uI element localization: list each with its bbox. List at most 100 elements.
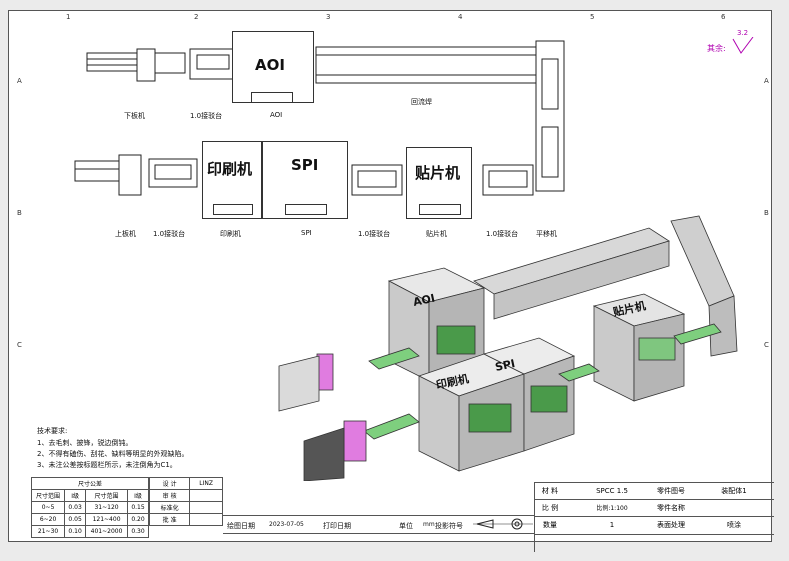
zone-a-right: A xyxy=(764,77,769,85)
title-block: 材 料 SPCC 1.5 零件图号 装配体1 比 例 比例:1:100 零件名称… xyxy=(534,482,774,552)
table-cell: 401~2000 xyxy=(85,525,129,538)
part-no-label: 零件图号 xyxy=(657,487,685,495)
qty-label: 数量 xyxy=(543,521,557,529)
tolerance-header: 尺寸公差 xyxy=(31,477,149,490)
sign-value xyxy=(189,501,223,514)
sign-label: 设 计 xyxy=(148,477,191,490)
spi-top-view: SPI xyxy=(262,141,348,219)
zone-a-left: A xyxy=(17,77,22,85)
loader-drawing xyxy=(74,154,198,196)
tolerance-table: 尺寸公差 尺寸范围 Ⅰ级 尺寸范围 Ⅰ级 0~5 0.03 31~120 0.1… xyxy=(30,477,149,538)
label-bottom-conveyor3: 1.0接驳台 xyxy=(486,230,519,238)
table-cell: 6~20 xyxy=(30,513,66,526)
zone-4: 4 xyxy=(458,13,463,21)
table-row: 6~20 0.05 121~400 0.20 xyxy=(30,513,149,526)
zone-c-right: C xyxy=(764,341,769,349)
zone-5: 5 xyxy=(590,13,595,21)
label-printer: 印刷机 xyxy=(220,230,241,238)
table-cell: 0.10 xyxy=(64,525,87,538)
sign-value xyxy=(189,489,223,502)
roughness-label: 其余: xyxy=(707,44,726,53)
unit: mm xyxy=(423,521,435,528)
sign-label: 审 核 xyxy=(148,489,191,502)
aoi-top-title: AOI xyxy=(255,56,285,74)
bottom-info-strip: 绘图日期 2023-07-05 打印日期 单位 mm 投影符号 xyxy=(223,515,534,534)
sign-label: 标准化 xyxy=(148,501,191,514)
part-name-label: 零件名称 xyxy=(657,504,685,512)
surface-value: 喷涂 xyxy=(727,521,741,529)
top-conveyors-drawing xyxy=(86,48,237,82)
label-top-aoi: AOI xyxy=(270,111,283,119)
unit-label: 单位 xyxy=(399,522,413,530)
iso-aoi-label: AOI xyxy=(412,292,436,309)
mounter-top-title: 贴片机 xyxy=(415,164,461,182)
zone-3: 3 xyxy=(326,13,331,21)
mounter-top-view: 贴片机 xyxy=(406,147,472,219)
tol-col-3: 尺寸范围 xyxy=(85,489,129,502)
sign-value xyxy=(189,513,223,526)
iso-printer-label: 印刷机 xyxy=(435,371,470,392)
label-shuttle: 平移机 xyxy=(536,230,557,238)
sign-label: 批 准 xyxy=(148,513,191,526)
label-unloader: 下板机 xyxy=(124,112,145,120)
iso-spi-label: SPI xyxy=(494,357,516,374)
zone-c-left: C xyxy=(17,341,22,349)
part-name-value xyxy=(695,500,773,517)
tech-req-item-3: 3、未注公差按标题栏所示，未注倒角为C1。 xyxy=(37,461,177,469)
roughness-symbol-icon xyxy=(732,37,754,54)
zone-6: 6 xyxy=(721,13,726,21)
surface-label: 表面处理 xyxy=(657,521,685,529)
material-label: 材 料 xyxy=(541,487,559,495)
part-no-value: 装配体1 xyxy=(721,487,747,495)
aoi-top-view: AOI xyxy=(232,31,314,103)
draw-date: 2023-07-05 xyxy=(269,521,304,528)
tol-col-4: Ⅰ级 xyxy=(127,489,149,502)
zone-2: 2 xyxy=(194,13,199,21)
printer-top-view: 印刷机 xyxy=(202,141,262,219)
table-cell: 121~400 xyxy=(85,513,129,526)
label-loader: 上板机 xyxy=(115,230,136,238)
draw-date-label: 绘图日期 xyxy=(227,522,255,530)
table-cell: 21~30 xyxy=(30,525,66,538)
tol-col-2: Ⅰ级 xyxy=(64,489,87,502)
material-value: SPCC 1.5 xyxy=(596,487,628,495)
zone-b-left: B xyxy=(17,209,22,217)
scale-label: 比 例 xyxy=(541,504,559,512)
zone-b-right: B xyxy=(764,209,769,217)
tech-req-item-2: 2、不得有磕伤、刮花、缺料等明显的外观缺陷。 xyxy=(37,450,189,458)
tol-col-1: 尺寸范围 xyxy=(30,489,66,502)
label-top-conveyor: 1.0接驳台 xyxy=(190,112,223,120)
zone-1: 1 xyxy=(66,13,71,21)
label-reflow: 回流焊 xyxy=(411,98,432,106)
table-cell: 31~120 xyxy=(85,501,129,514)
qty-value: 1 xyxy=(609,521,615,529)
label-bottom-conveyor1: 1.0接驳台 xyxy=(153,230,186,238)
isometric-line-view: AOI 印刷机 SPI 贴片机 xyxy=(278,215,738,481)
scale-value: 比例:1:100 xyxy=(596,505,628,512)
conveyor2-drawing xyxy=(351,164,403,196)
table-cell: 0.30 xyxy=(127,525,149,538)
table-cell: 0.20 xyxy=(127,513,149,526)
projection-label: 投影符号 xyxy=(435,522,463,530)
table-row: 21~30 0.10 401~2000 0.30 xyxy=(30,525,149,538)
label-bottom-conveyor2: 1.0接驳台 xyxy=(358,230,391,238)
projection-symbol-icon xyxy=(473,518,533,530)
table-row: 0~5 0.03 31~120 0.15 xyxy=(30,501,149,514)
spi-top-title: SPI xyxy=(291,156,319,174)
iso-mounter-label: 贴片机 xyxy=(611,298,647,319)
print-date-label: 打印日期 xyxy=(323,522,351,530)
table-cell: 0.03 xyxy=(64,501,87,514)
table-cell: 0.05 xyxy=(64,513,87,526)
tech-req-item-1: 1、去毛刺、披锋，锐边倒钝。 xyxy=(37,439,133,447)
tech-req-title: 技术要求: xyxy=(37,427,68,435)
drawing-sheet: 1 2 3 4 5 6 A B C A B C 其余: 3.2 AOI 下板机 … xyxy=(8,10,774,552)
printer-top-title: 印刷机 xyxy=(207,160,253,178)
roughness-value: 3.2 xyxy=(737,29,749,37)
table-cell: 0~5 xyxy=(30,501,66,514)
reflow-shuttle-drawing xyxy=(315,40,565,192)
sign-value: LINZ xyxy=(189,477,223,490)
table-cell: 0.15 xyxy=(127,501,149,514)
conveyor3-drawing xyxy=(482,164,534,196)
label-spi: SPI xyxy=(301,229,312,237)
